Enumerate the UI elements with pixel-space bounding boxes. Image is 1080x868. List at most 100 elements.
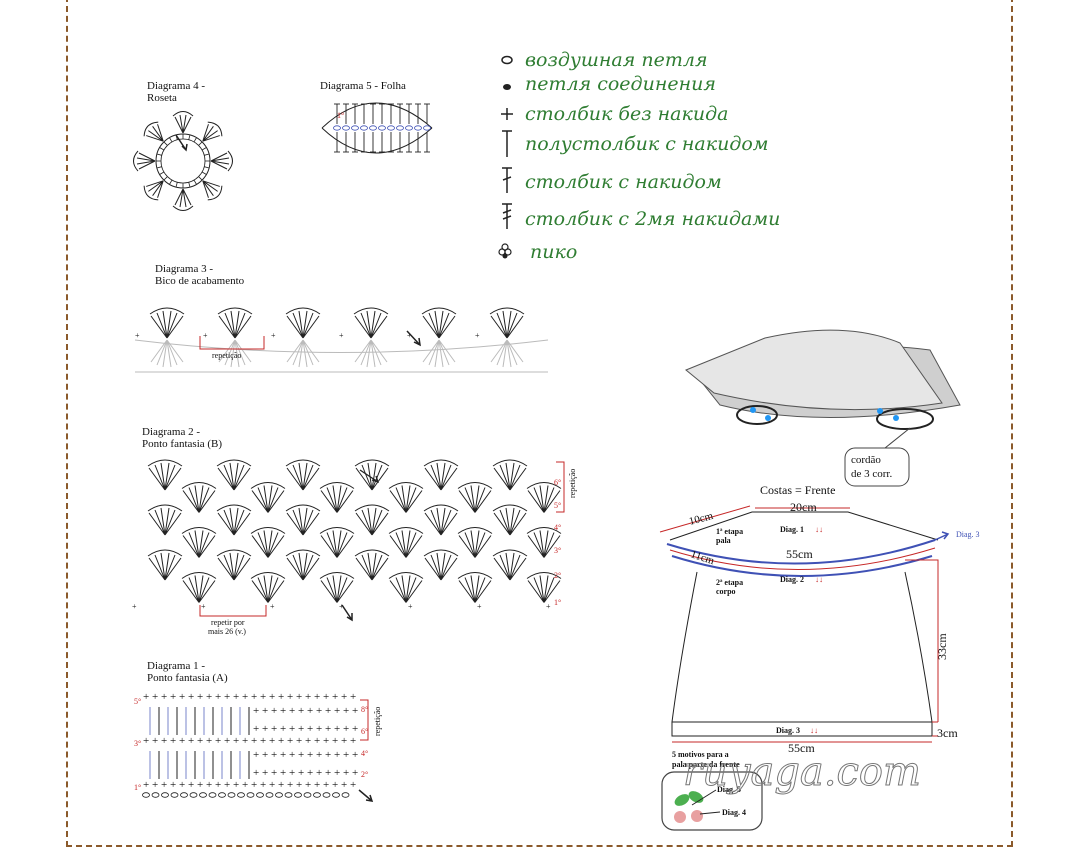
stitch-fan xyxy=(354,459,390,491)
plus-mark: + xyxy=(278,691,284,703)
legend-item-hdc: полустолбик с накидом xyxy=(502,130,769,157)
stitch-fan xyxy=(354,549,390,581)
stitch-fan xyxy=(354,339,388,368)
row-number: 4° xyxy=(361,749,368,758)
picot-icon xyxy=(498,243,512,259)
stitch-mark xyxy=(387,125,395,131)
stitch-mark xyxy=(163,176,168,181)
legend-item-dc: столбик с накидом xyxy=(502,167,722,193)
stitch-fan xyxy=(422,339,456,368)
stitch-fan xyxy=(285,459,321,491)
row-number: 6° xyxy=(554,478,561,487)
stage-2-label: 2ª etapa xyxy=(716,578,743,587)
fan-grid: +++++++ xyxy=(132,459,562,611)
plus-mark: + xyxy=(352,749,358,761)
stitch-mark xyxy=(134,339,549,353)
stitch-fan xyxy=(285,307,321,339)
stitch-fan xyxy=(133,150,156,172)
plus-mark: + xyxy=(408,602,413,611)
stitch-fan xyxy=(388,482,424,513)
plus-mark: + xyxy=(143,779,149,791)
diagram-5-title: Diagrama 5 - Folha xyxy=(320,80,406,92)
diag-3-arrows: ↓↓ xyxy=(810,726,818,735)
plus-mark: + xyxy=(152,735,158,747)
plus-mark: + xyxy=(242,691,248,703)
stage-2-sub: corpo xyxy=(716,587,736,596)
garment-schematic: Costas = Frente 20cm 10cm Diag. 3 11cm 5… xyxy=(659,483,980,831)
plus-mark: + xyxy=(280,705,286,717)
stitch-fan xyxy=(354,504,390,536)
plus-mark: + xyxy=(343,767,349,779)
stitch-fan xyxy=(216,459,252,491)
plus-mark: + xyxy=(332,691,338,703)
measure-bottom: 55cm xyxy=(788,741,815,755)
stitch-fan xyxy=(216,504,252,536)
plus-mark: + xyxy=(325,767,331,779)
plus-mark: + xyxy=(270,602,275,611)
stitch-fan xyxy=(421,307,457,339)
legend-item-tr: столбик с 2мя накидами xyxy=(502,203,780,230)
plus-mark: + xyxy=(161,735,167,747)
stitch-fan xyxy=(492,549,528,581)
plus-mark: + xyxy=(289,723,295,735)
stitch-mark xyxy=(188,134,191,140)
plus-mark: + xyxy=(206,779,212,791)
plus-mark: + xyxy=(233,735,239,747)
plus-mark: + xyxy=(188,779,194,791)
stitch-mark xyxy=(180,792,188,798)
plus-mark: + xyxy=(271,705,277,717)
measure-band: 3cm xyxy=(937,726,958,740)
diag-1-arrows: ↓↓ xyxy=(815,525,823,534)
stitch-fan xyxy=(319,482,355,513)
plus-mark: + xyxy=(289,705,295,717)
plus-mark: + xyxy=(170,691,176,703)
diag-2-arrows: ↓↓ xyxy=(815,575,823,584)
legend-item-picot: пико xyxy=(498,241,577,263)
diag-3-arrow-label: Diag. 3 xyxy=(956,530,980,539)
double-crochet-icon xyxy=(502,167,512,193)
diagram-2-fancy-b: Diagrama 2 - Ponto fantasia (B) +++++++ … xyxy=(132,426,577,636)
plus-mark: + xyxy=(179,779,185,791)
plus-mark: + xyxy=(188,735,194,747)
legend-label-chain: воздушная петля xyxy=(525,49,708,71)
diagram-2-side-repeat: repetição xyxy=(568,469,577,498)
stitch-mark xyxy=(313,792,321,798)
legend-item-slip: петля соединения xyxy=(503,73,716,95)
plus-mark: + xyxy=(475,331,480,340)
stitch-fan xyxy=(250,527,286,558)
stitch-fan xyxy=(457,527,493,558)
plus-mark: + xyxy=(271,331,276,340)
plus-mark: + xyxy=(332,735,338,747)
stitch-fan xyxy=(457,572,493,603)
plus-mark: + xyxy=(135,331,140,340)
plus-mark: + xyxy=(271,723,277,735)
row-number: 6° xyxy=(361,727,368,736)
stitch-mark xyxy=(188,182,191,188)
stitch-mark xyxy=(142,792,150,798)
plus-mark: + xyxy=(253,749,259,761)
stitch-mark xyxy=(294,792,302,798)
stitch-mark xyxy=(156,153,162,156)
stitch-fan xyxy=(423,459,459,491)
plus-mark: + xyxy=(289,767,295,779)
stitch-fan xyxy=(250,482,286,513)
plus-mark: + xyxy=(339,602,344,611)
motif-label-2: pala parte da frente xyxy=(672,760,740,769)
measure-top: 20cm xyxy=(790,500,817,514)
stitch-mark xyxy=(201,147,207,151)
stitch-mark xyxy=(360,125,368,131)
motif-label-1: 5 motivos para a xyxy=(672,750,729,759)
row-number: 3° xyxy=(554,546,561,555)
plus-mark: + xyxy=(278,779,284,791)
plus-mark: + xyxy=(271,749,277,761)
plus-mark: + xyxy=(233,691,239,703)
plus-mark: + xyxy=(334,723,340,735)
edging-row: ++++++ xyxy=(134,307,549,373)
plus-mark: + xyxy=(323,735,329,747)
plus-mark: + xyxy=(298,749,304,761)
stitch-fan xyxy=(388,572,424,603)
diagram-2-repeat-2: mais 26 (v.) xyxy=(208,627,246,636)
diagram-1-fancy-a: Diagrama 1 - Ponto fantasia (A) ++++++++… xyxy=(134,660,382,802)
plus-mark: + xyxy=(152,779,158,791)
plus-mark: + xyxy=(305,691,311,703)
